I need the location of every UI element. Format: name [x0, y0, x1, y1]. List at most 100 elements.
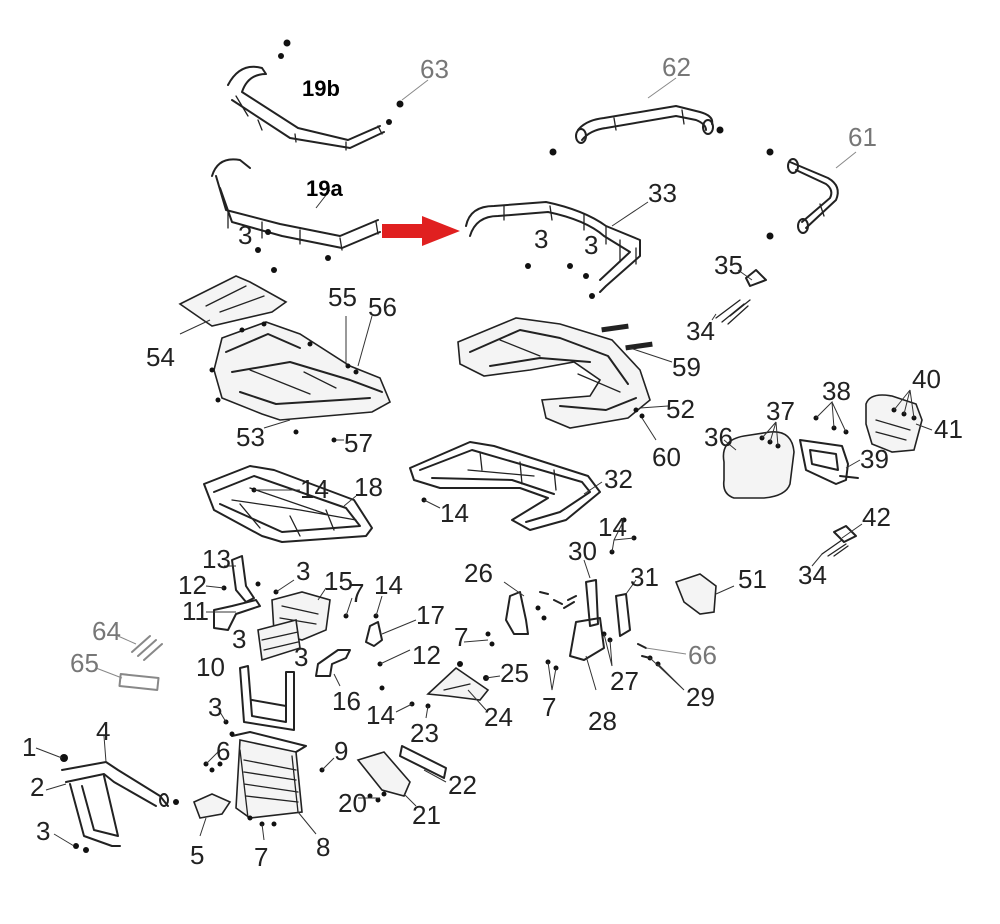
bolt-dot: [60, 754, 68, 762]
rail-19b: [227, 65, 385, 151]
label-16: 16: [332, 686, 361, 716]
label-21: 21: [412, 800, 441, 830]
label-19a: 19a: [306, 176, 343, 201]
leader-lines: [35, 77, 933, 847]
label-32: 32: [604, 464, 633, 494]
label-9: 9: [334, 736, 348, 766]
rack-screws: [209, 321, 645, 443]
grille-plate: [257, 618, 301, 662]
label-37: 37: [766, 396, 795, 426]
label-39: 39: [860, 444, 889, 474]
label-35: 35: [714, 250, 743, 280]
label-4: 4: [96, 716, 110, 746]
callout-labels: 19b 19a 63 62 61 33 3 3 3 35 34 59 52 60…: [22, 52, 963, 872]
label-3: 3: [534, 224, 548, 254]
label-3: 3: [584, 230, 598, 260]
bumper-2: [61, 761, 169, 847]
label-31: 31: [630, 562, 659, 592]
label-53: 53: [236, 422, 265, 452]
bracket-24: [426, 666, 490, 701]
bolt-dot: [278, 53, 284, 59]
backrest-cushion-36: [722, 431, 795, 499]
label-3: 3: [232, 624, 246, 654]
label-57: 57: [344, 428, 373, 458]
label-10: 10: [196, 652, 225, 682]
backrest-41: [865, 394, 923, 453]
bolt-dot: [766, 232, 774, 240]
label-40: 40: [912, 364, 941, 394]
label-22: 22: [448, 770, 477, 800]
radiator-8: [231, 731, 307, 819]
label-6: 6: [216, 736, 230, 766]
strips-59: [601, 323, 653, 351]
label-23: 23: [410, 718, 439, 748]
label-60: 60: [652, 442, 681, 472]
bolt-dot: [173, 799, 179, 805]
label-26: 26: [464, 558, 493, 588]
label-3: 3: [294, 642, 308, 672]
label-61: 61: [848, 122, 877, 152]
label-66: 66: [688, 640, 717, 670]
label-2: 2: [30, 772, 44, 802]
hardware-35-34: [715, 269, 767, 325]
label-29: 29: [686, 682, 715, 712]
label-8: 8: [316, 832, 330, 862]
label-54: 54: [146, 342, 175, 372]
label-7: 7: [350, 578, 364, 608]
label-28: 28: [588, 706, 617, 736]
bracket-17: [365, 621, 383, 647]
bolt-dot: [386, 119, 392, 125]
label-3: 3: [296, 556, 310, 586]
label-14: 14: [598, 512, 627, 542]
label-12: 12: [178, 570, 207, 600]
label-12: 12: [412, 640, 441, 670]
dash-hardware: [539, 591, 651, 659]
label-36: 36: [704, 422, 733, 452]
rear-frame-32: [409, 441, 601, 531]
bolt-dot: [283, 39, 291, 47]
direction-arrow: [382, 216, 460, 246]
bracket-39: [799, 439, 859, 485]
bolt-dot: [549, 148, 557, 156]
label-30: 30: [568, 536, 597, 566]
bracket-11: [213, 599, 261, 631]
label-41: 41: [934, 414, 963, 444]
label-64: 64: [92, 616, 121, 646]
bracket-13: [231, 555, 255, 603]
label-14: 14: [366, 700, 395, 730]
label-25: 25: [500, 658, 529, 688]
label-34: 34: [686, 316, 715, 346]
bolt-dot: [766, 148, 774, 156]
bracket-5: [192, 793, 232, 819]
label-38: 38: [822, 376, 851, 406]
label-51: 51: [738, 564, 767, 594]
label-3: 3: [208, 692, 222, 722]
bolt-dot: [73, 843, 79, 849]
rail-19a: [211, 158, 381, 251]
front-rack-53: [213, 321, 392, 421]
label-52: 52: [666, 394, 695, 424]
label-17: 17: [416, 600, 445, 630]
label-34: 34: [798, 560, 827, 590]
label-14: 14: [300, 474, 329, 504]
label-7: 7: [454, 622, 468, 652]
label-65: 65: [70, 648, 99, 678]
label-62: 62: [662, 52, 691, 82]
plate-22: [399, 745, 447, 779]
label-7: 7: [542, 692, 556, 722]
parts-64-65: [118, 635, 163, 691]
label-59: 59: [672, 352, 701, 382]
rear-rack-52: [457, 317, 651, 429]
label-15: 15: [324, 566, 353, 596]
bolt-dot: [396, 100, 404, 108]
side-bar-61: [787, 158, 839, 234]
label-5: 5: [190, 840, 204, 870]
bolt-dot: [83, 847, 89, 853]
front-frame-18: [203, 465, 373, 543]
bracket-51: [674, 573, 717, 615]
label-20: 20: [338, 788, 367, 818]
label-19b: 19b: [302, 76, 340, 101]
label-3: 3: [238, 220, 252, 250]
skid-21: [356, 751, 411, 797]
